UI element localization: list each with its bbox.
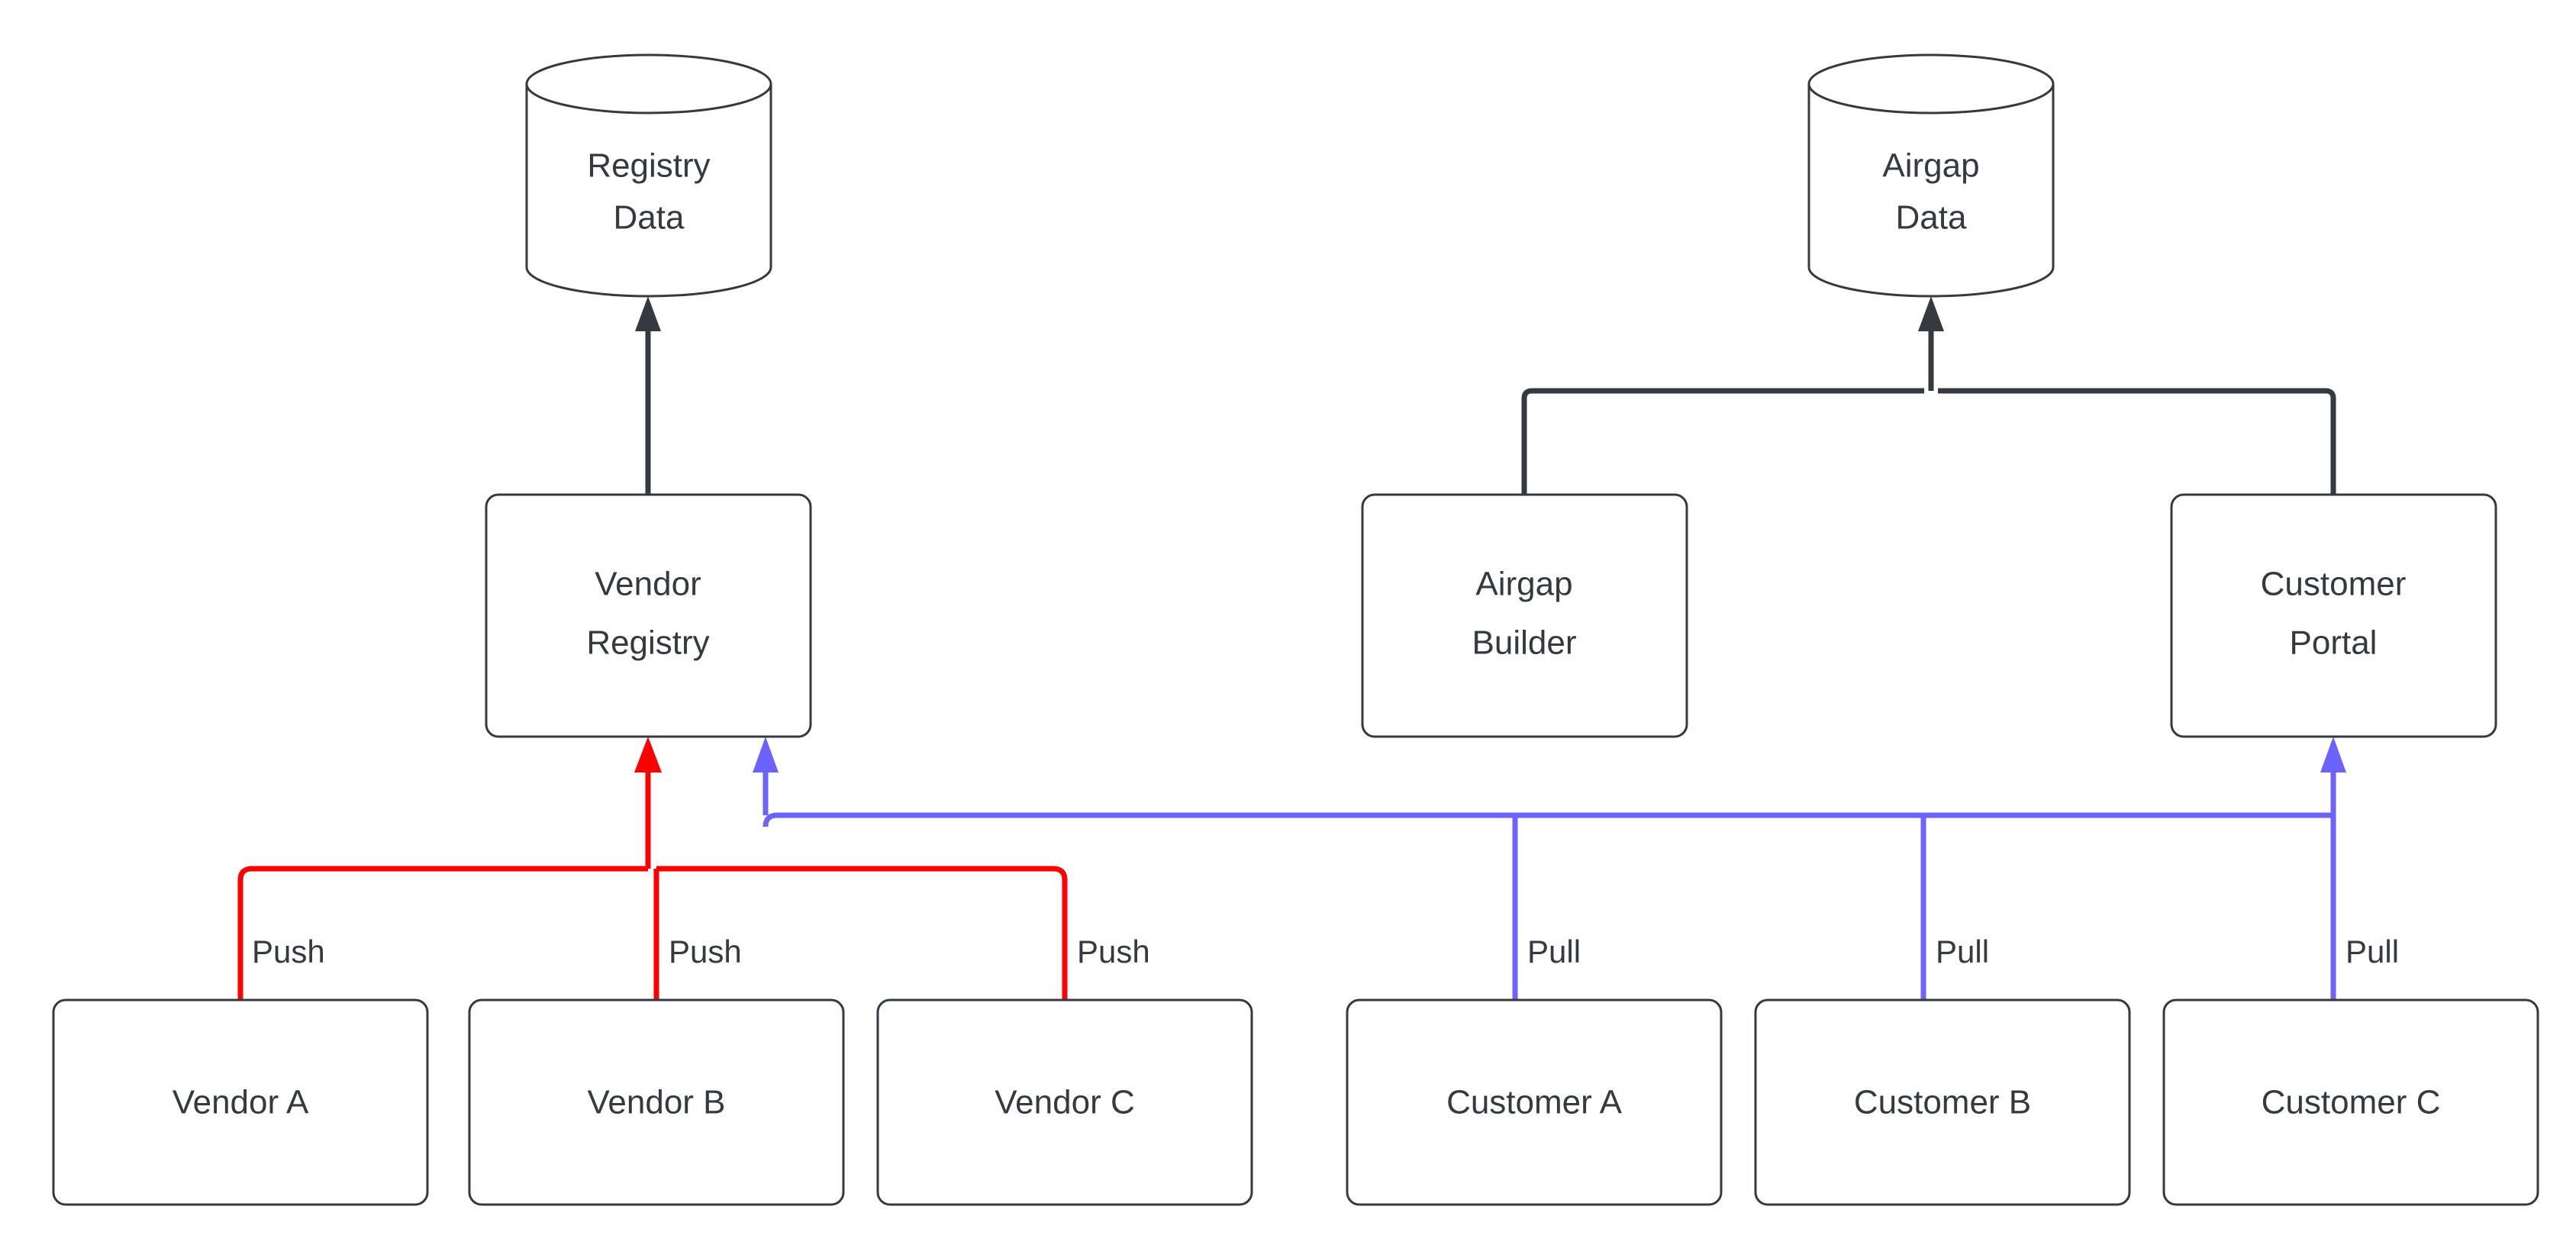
actor-customer-a[interactable]: Customer A: [1346, 998, 1723, 1206]
actor-vendor-a[interactable]: Vendor A: [52, 998, 429, 1206]
edge-label-pull-customer-c: Pull: [2345, 934, 2399, 969]
actor-vendor-c-label: Vendor C: [995, 1084, 1134, 1121]
actor-customer-a-label: Customer A: [1446, 1084, 1623, 1121]
service-vendor-registry[interactable]: Vendor Registry: [485, 493, 812, 738]
service-airgap-builder-label-line1: Airgap: [1475, 566, 1572, 603]
datastore-registry-data-label-line1: Registry: [587, 147, 710, 185]
actor-customer-c-label: Customer C: [2262, 1084, 2441, 1121]
actor-customer-b[interactable]: Customer B: [1754, 998, 2131, 1206]
datastore-registry-data-label-line2: Data: [614, 199, 685, 237]
datastore-registry-data[interactable]: Registry Data: [525, 53, 772, 298]
edge-push-trunk-to-vendor-registry: [634, 737, 662, 869]
edge-vendor-c-push: [656, 866, 1068, 1000]
service-airgap-builder-label-line2: Builder: [1472, 624, 1577, 662]
edge-label-push-vendor-b: Push: [669, 934, 742, 969]
actor-vendor-b-label: Vendor B: [587, 1084, 725, 1121]
edge-label-push-vendor-a: Push: [252, 934, 325, 969]
service-customer-portal[interactable]: Customer Portal: [2170, 493, 2497, 738]
edge-label-push-vendor-c: Push: [1077, 934, 1150, 969]
edge-customer-portal-to-airgap-data: [1938, 388, 2336, 495]
actor-vendor-a-label: Vendor A: [172, 1084, 309, 1121]
service-vendor-registry-label-line1: Vendor: [595, 566, 701, 603]
edge-pull-trunk-to-vendor-registry: [753, 737, 779, 827]
edge-airgap-builder-to-airgap-data: [1521, 388, 1924, 495]
edge-customer-c-pull: [2320, 737, 2346, 1000]
actor-customer-b-label: Customer B: [1854, 1084, 2031, 1121]
service-vendor-registry-label-line2: Registry: [586, 624, 709, 662]
datastore-airgap-data[interactable]: Airgap Data: [1807, 53, 2055, 298]
edge-label-pull-customer-b: Pull: [1936, 934, 1989, 969]
actor-vendor-c[interactable]: Vendor C: [876, 998, 1253, 1206]
service-customer-portal-label-line1: Customer: [2261, 566, 2407, 603]
actor-customer-c[interactable]: Customer C: [2162, 998, 2539, 1206]
service-airgap-builder[interactable]: Airgap Builder: [1361, 493, 1688, 738]
edge-vendor-registry-to-registry-data: [635, 296, 661, 495]
datastore-airgap-data-label-line1: Airgap: [1882, 147, 1979, 185]
datastore-airgap-data-label-line2: Data: [1896, 199, 1967, 237]
edge-vendor-a-push: [237, 866, 648, 1000]
edge-label-pull-customer-a: Pull: [1527, 934, 1581, 969]
actor-vendor-b[interactable]: Vendor B: [468, 998, 845, 1206]
edge-merge-to-airgap-data: [1918, 296, 1944, 391]
service-customer-portal-label-line2: Portal: [2290, 624, 2378, 662]
